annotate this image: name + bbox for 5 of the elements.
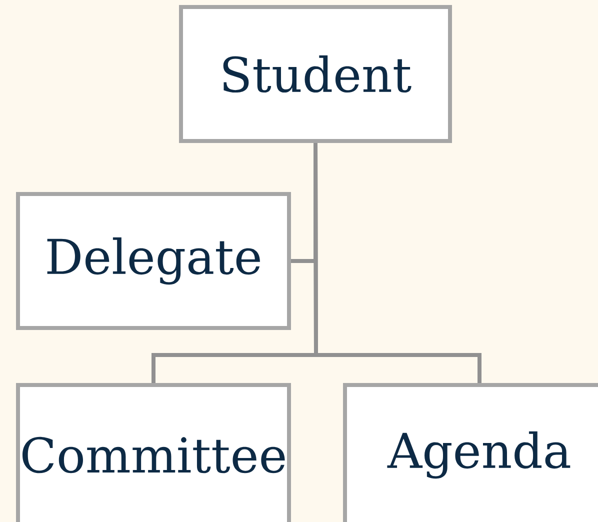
text-box: Student — [179, 5, 452, 143]
connector-line — [314, 143, 482, 383]
text-box: Committee — [16, 383, 291, 522]
text-box: Agenda — [343, 383, 598, 522]
text-box: Delegate — [16, 192, 291, 330]
